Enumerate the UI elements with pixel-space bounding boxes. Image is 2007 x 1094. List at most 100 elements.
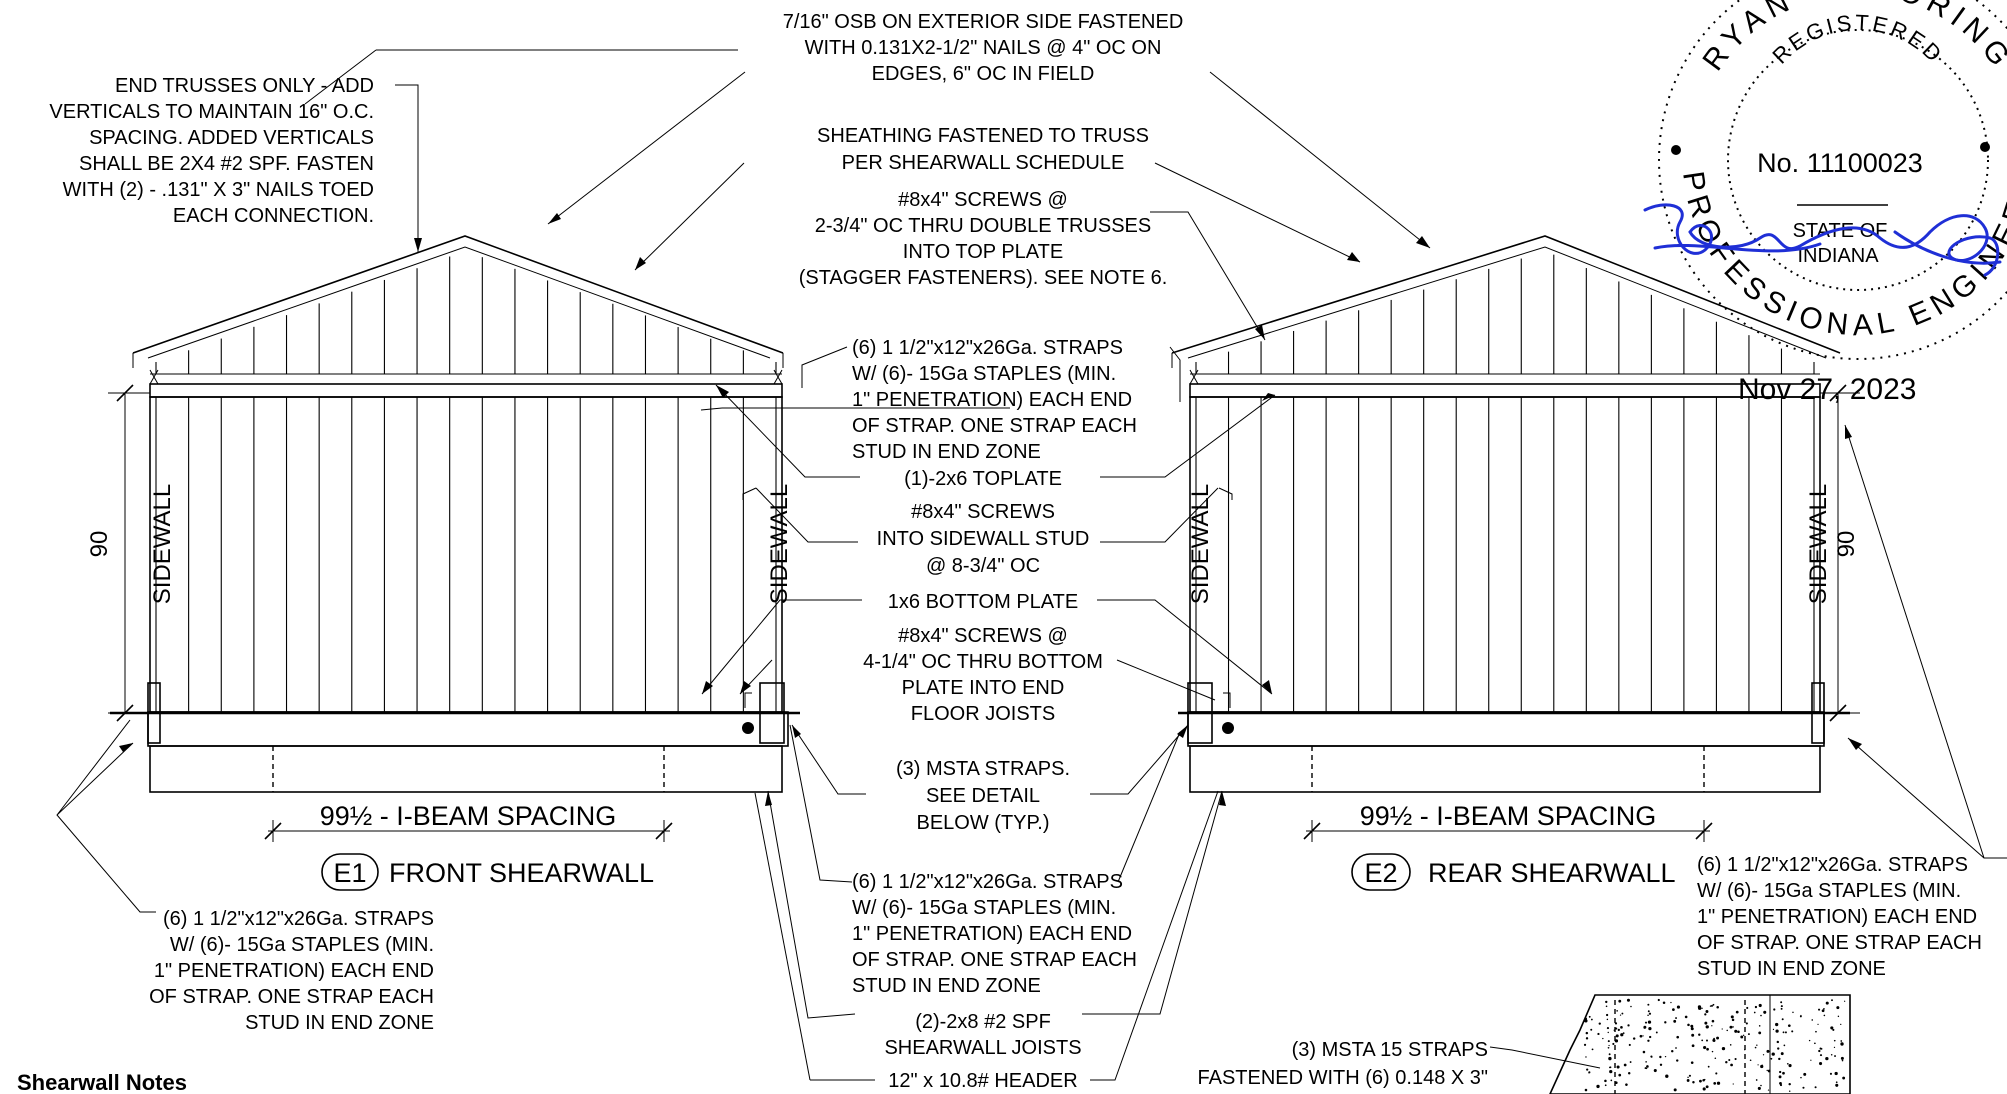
stipple-dot xyxy=(1711,1019,1715,1023)
straps-bottom-line-1: (6) 1 1/2"x12"x26Ga. STRAPS xyxy=(852,871,1123,893)
stipple-dot xyxy=(1698,1033,1701,1036)
msta-line-1: (3) MSTA STRAPS. xyxy=(896,758,1070,780)
front-anchor-dot xyxy=(742,722,754,734)
stipple-dot xyxy=(1671,1049,1674,1053)
stipple-dot xyxy=(1596,1084,1600,1089)
stipple-dot xyxy=(1657,998,1660,1002)
stipple-dot xyxy=(1711,1050,1714,1053)
stipple-dot xyxy=(1703,1045,1707,1050)
straps-bottom-line-2: W/ (6)- 15Ga STAPLES (MIN. xyxy=(852,897,1116,919)
stipple-dot xyxy=(1604,1084,1607,1087)
stipple-dot xyxy=(1608,1044,1610,1047)
seal-inner-ring xyxy=(1727,29,1989,291)
stipple-dot xyxy=(1780,1052,1784,1056)
stipple-dot xyxy=(1676,1005,1681,1009)
stipple-dot xyxy=(1590,1028,1593,1031)
stipple-dot xyxy=(1758,1003,1762,1008)
stipple-dot xyxy=(1731,1018,1735,1022)
stipple-dot xyxy=(1778,1075,1782,1079)
stipple-dot xyxy=(1664,1055,1667,1058)
front-floor-frame xyxy=(149,745,783,793)
stipple-dot xyxy=(1609,1066,1612,1069)
stipple-dot xyxy=(1676,1035,1680,1039)
stipple-dot xyxy=(1732,1026,1734,1028)
stipple-dot xyxy=(1647,1039,1650,1042)
callout-msta: (3) MSTA STRAPS. SEE DETAIL BELOW (TYP.) xyxy=(896,758,1070,834)
stipple-dot xyxy=(1716,1036,1720,1040)
stipple-dot xyxy=(1818,1008,1821,1011)
stipple-dot xyxy=(1705,1010,1709,1013)
stipple-dot xyxy=(1737,1030,1740,1034)
stipple-dot xyxy=(1814,1086,1817,1089)
front-wall-title: FRONT SHEARWALL xyxy=(389,858,654,888)
stipple-dot xyxy=(1614,1022,1618,1025)
callout-screws-top: #8x4" SCREWS @ 2-3/4" OC THRU DOUBLE TRU… xyxy=(799,189,1168,289)
stipple-dot xyxy=(1712,1003,1715,1006)
stipple-dot xyxy=(1585,1031,1589,1035)
stipple-dot xyxy=(1821,1009,1825,1013)
stipple-dot xyxy=(1726,1029,1729,1032)
stipple-dot xyxy=(1803,1072,1807,1076)
stipple-dot xyxy=(1830,1026,1834,1030)
screws-top-line-1: #8x4" SCREWS @ xyxy=(898,189,1068,211)
stipple-dot xyxy=(1691,1033,1695,1037)
stipple-dot xyxy=(1772,1028,1775,1031)
stipple-dot xyxy=(1818,1049,1821,1053)
stipple-dot xyxy=(1716,1081,1721,1085)
stipple-dot xyxy=(1782,1071,1785,1075)
stipple-dot xyxy=(1716,1005,1719,1009)
stipple-dot xyxy=(1760,1014,1762,1017)
front-roof-line xyxy=(132,235,784,354)
stipple-dot xyxy=(1608,1053,1611,1056)
straps-right-line-2: W/ (6)- 15Ga STAPLES (MIN. xyxy=(1697,880,1961,902)
straps-left-line-5: STUD IN END ZONE xyxy=(245,1012,434,1034)
rear-beam-spacing-label: 99½ - I-BEAM SPACING xyxy=(1360,801,1657,831)
end-trusses-line-3: SPACING. ADDED VERTICALS xyxy=(89,127,374,149)
rear-anchor-dot xyxy=(1222,722,1234,734)
stipple-dot xyxy=(1780,1005,1783,1008)
seal-date: Nov 27, 2023 xyxy=(1738,373,1916,406)
stipple-dot xyxy=(1734,1057,1737,1061)
stipple-dot xyxy=(1732,1083,1734,1085)
stipple-dot xyxy=(1713,1082,1717,1085)
stipple-dot xyxy=(1692,1081,1695,1084)
msta15-line-2: FASTENED WITH (6) 0.148 X 3" xyxy=(1197,1067,1488,1089)
front-sidewall-label-left: SIDEWALL xyxy=(149,484,176,604)
callout-msta15: (3) MSTA 15 STRAPS FASTENED WITH (6) 0.1… xyxy=(1197,1039,1488,1089)
stipple-dot xyxy=(1647,1003,1650,1006)
screws-bottom-line-2: 4-1/4" OC THRU BOTTOM xyxy=(863,651,1103,673)
stipple-dot xyxy=(1840,1023,1842,1026)
front-tag: E1 xyxy=(333,858,366,888)
stipple-dot xyxy=(1834,1071,1838,1076)
stipple-dot xyxy=(1699,1079,1702,1083)
notes-heading: Shearwall Notes xyxy=(17,1070,187,1094)
stipple-dot xyxy=(1629,1061,1632,1063)
front-wall-frame xyxy=(149,396,783,713)
stipple-dot xyxy=(1833,1039,1836,1042)
stipple-dot xyxy=(1621,1012,1624,1015)
stipple-dot xyxy=(1608,1056,1612,1061)
stipple-dot xyxy=(1840,1042,1844,1046)
rear-wall-frame xyxy=(1189,396,1821,713)
stipple-dot xyxy=(1605,1000,1608,1004)
straps-right-line-1: (6) 1 1/2"x12"x26Ga. STRAPS xyxy=(1697,854,1968,876)
stipple-dot xyxy=(1644,1067,1647,1070)
straps-bottom-line-3: 1" PENETRATION) EACH END xyxy=(852,923,1132,945)
stipple-dot xyxy=(1612,1042,1615,1046)
stipple-dot xyxy=(1811,1019,1813,1021)
front-height-value: 90 xyxy=(86,531,113,558)
stipple-dot xyxy=(1714,1057,1717,1059)
concrete-stipple xyxy=(1583,998,1846,1092)
stipple-dot xyxy=(1598,1022,1601,1025)
stipple-dot xyxy=(1586,1068,1589,1071)
stipple-dot xyxy=(1670,1001,1672,1004)
stipple-dot xyxy=(1632,1037,1636,1040)
stipple-dot xyxy=(1746,1006,1749,1009)
stipple-dot xyxy=(1618,999,1622,1003)
stipple-dot xyxy=(1627,1071,1631,1075)
stipple-dot xyxy=(1825,1056,1829,1061)
screws-bottom-line-4: FLOOR JOISTS xyxy=(911,703,1055,725)
stipple-dot xyxy=(1609,1070,1613,1074)
stipple-dot xyxy=(1781,1018,1784,1021)
